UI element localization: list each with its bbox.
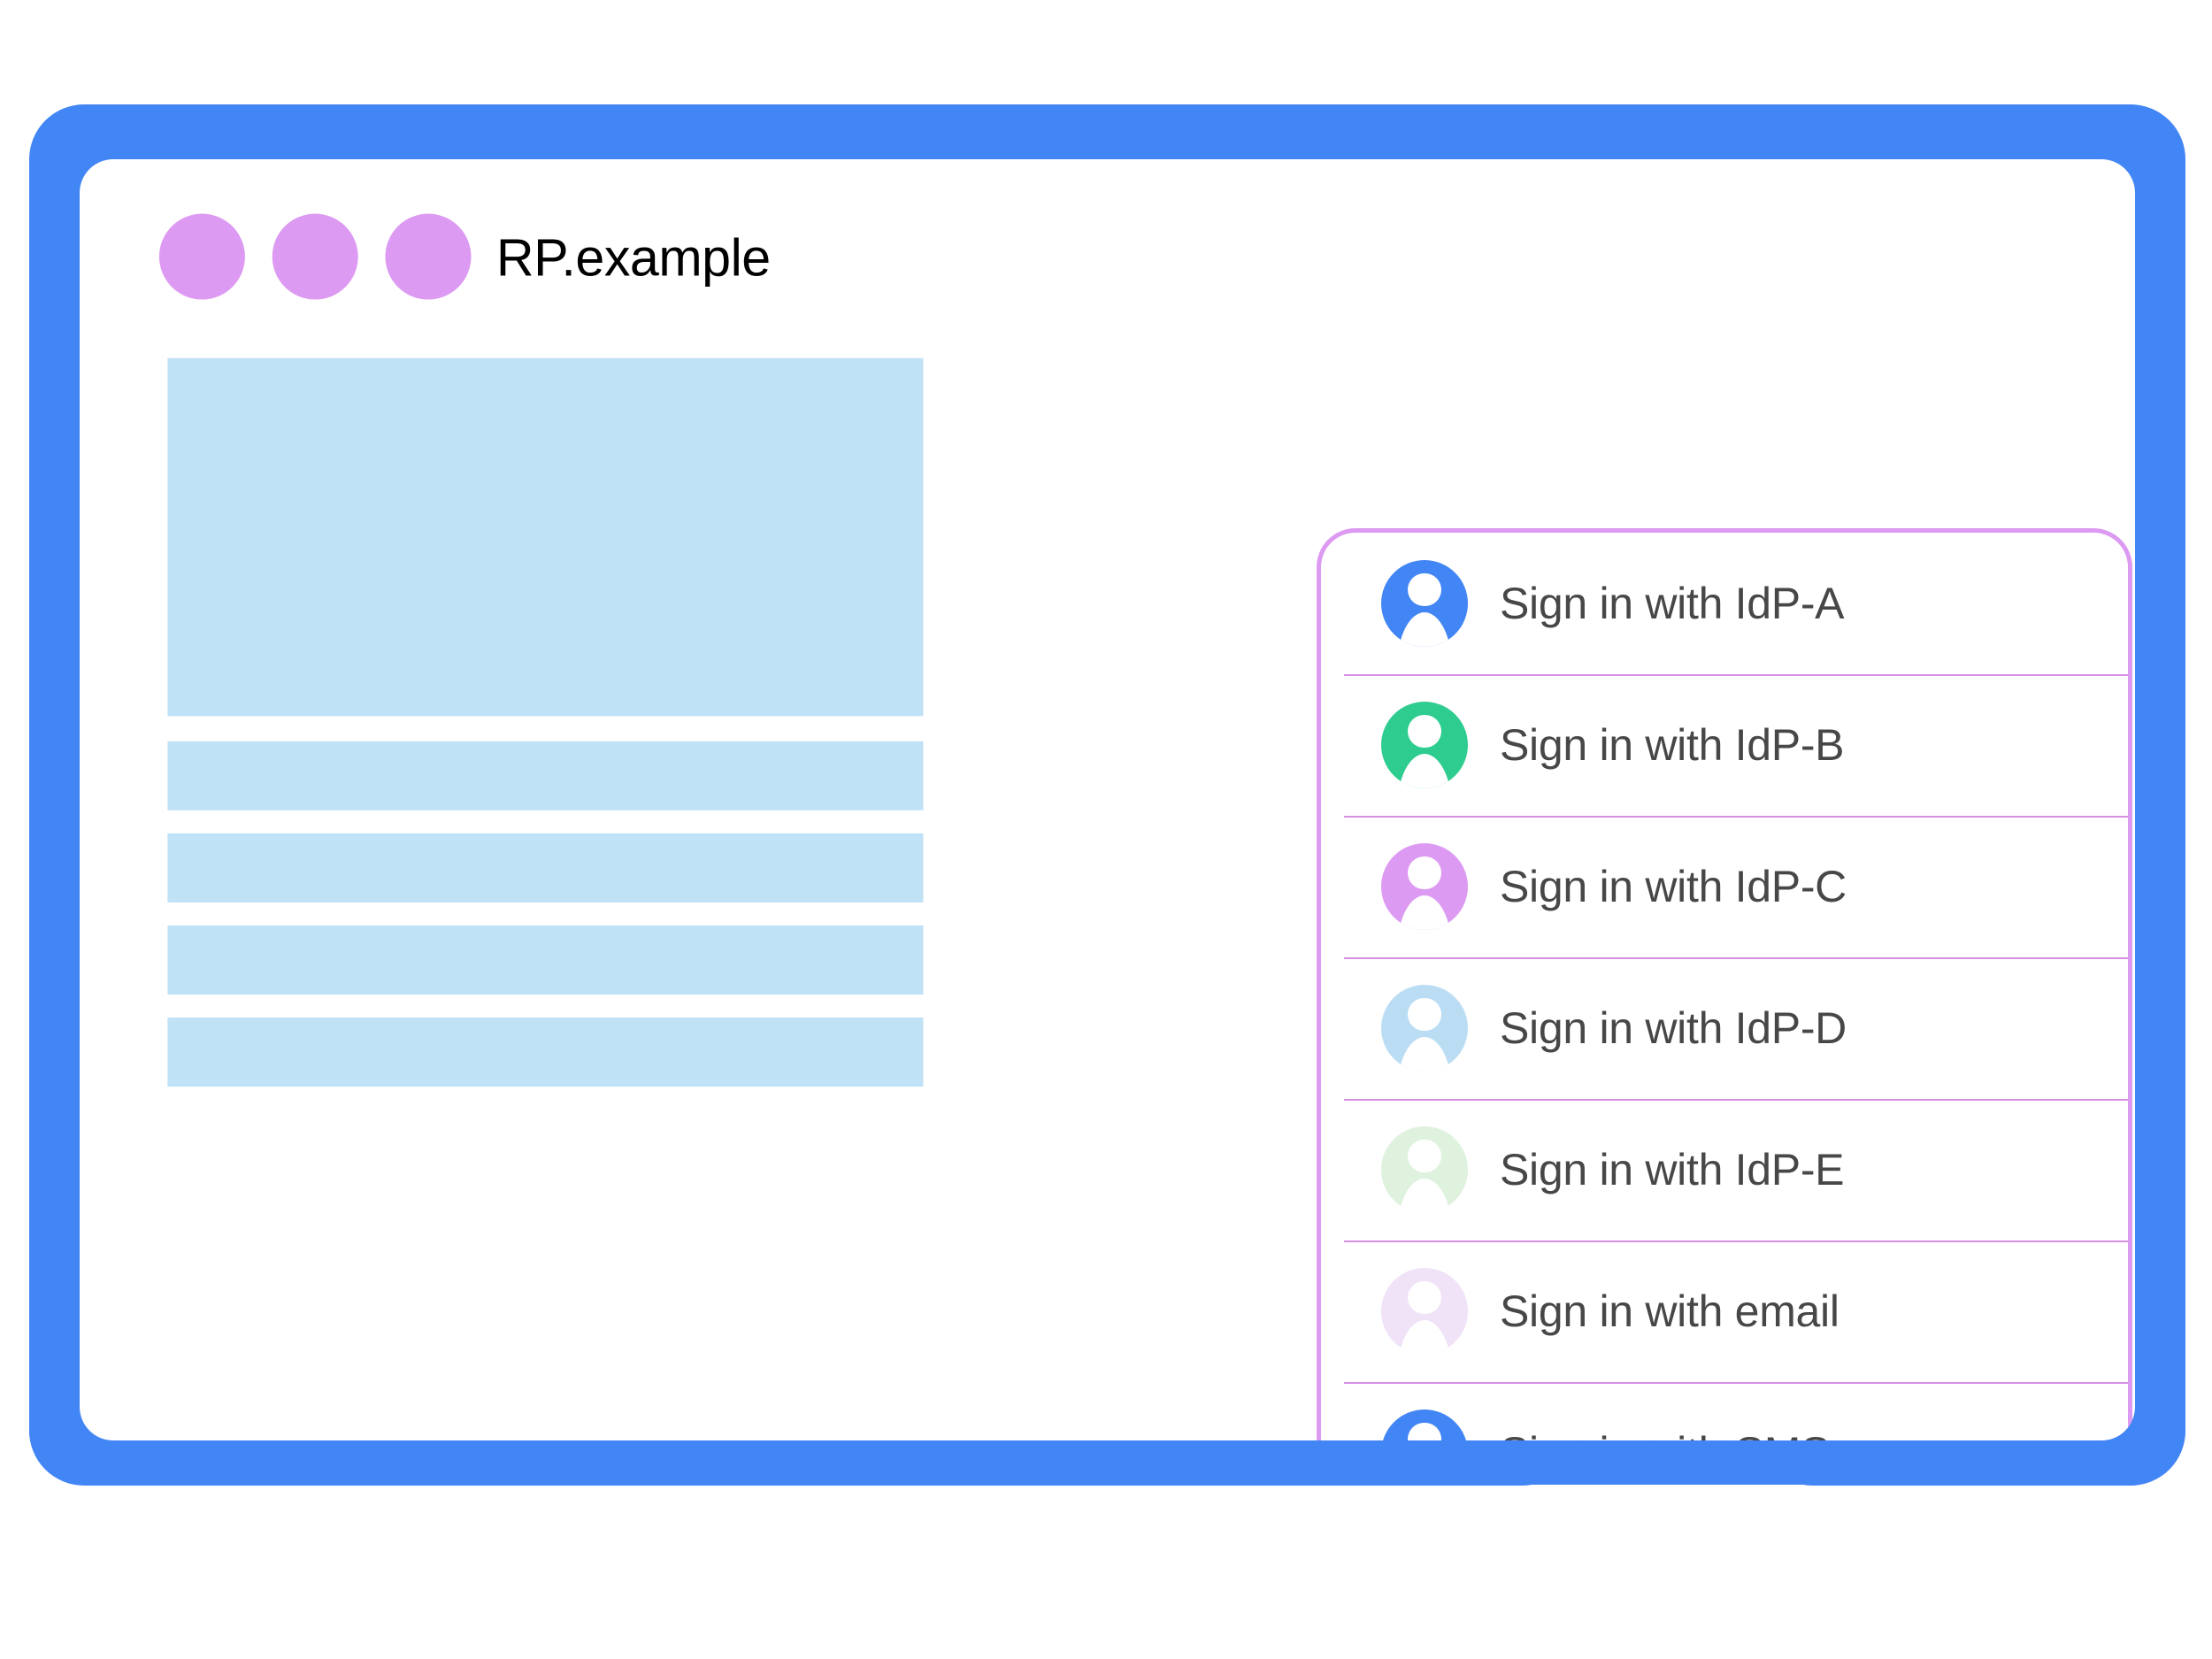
account-avatar-icon (1381, 702, 1468, 788)
account-chooser-list: Sign in with IdP-A Sign in with IdP-B Si… (1321, 533, 2128, 1440)
page-title: RP.example (495, 228, 771, 288)
account-avatar-icon (1381, 560, 1468, 647)
sign-in-row-idp-e[interactable]: Sign in with IdP-E (1321, 1099, 2128, 1240)
account-avatar-icon (1381, 1409, 1468, 1440)
sign-in-label: Sign in with IdP-D (1500, 1003, 1847, 1053)
sign-in-label: Sign in with IdP-B (1500, 720, 1845, 770)
sign-in-label: Sign in with IdP-A (1500, 579, 1845, 628)
sign-in-row-idp-b[interactable]: Sign in with IdP-B (1321, 674, 2128, 816)
account-avatar-icon (1381, 843, 1468, 930)
sign-in-label: Sign in with SMS (1500, 1431, 1830, 1440)
window-dot-3-icon[interactable] (385, 213, 472, 300)
browser-titlebar: RP.example (80, 159, 2135, 337)
hero-placeholder (167, 357, 924, 717)
sign-in-row-idp-a[interactable]: Sign in with IdP-A (1321, 533, 2128, 674)
sign-in-label: Sign in with IdP-E (1500, 1145, 1845, 1194)
text-placeholder-1 (167, 741, 924, 810)
account-avatar-icon (1381, 1268, 1468, 1355)
sign-in-row-idp-d[interactable]: Sign in with IdP-D (1321, 957, 2128, 1099)
account-avatar-icon (1381, 1126, 1468, 1213)
sign-in-label: Sign in with email (1500, 1286, 1839, 1336)
window-dot-2-icon[interactable] (272, 213, 358, 300)
sign-in-row-sms[interactable]: Sign in with SMS (1321, 1382, 2128, 1440)
text-placeholder-3 (167, 925, 924, 995)
sign-in-row-email[interactable]: Sign in with email (1321, 1240, 2128, 1382)
sign-in-label: Sign in with IdP-C (1500, 862, 1847, 911)
browser-viewport: RP.example Sign in with IdP-A (80, 159, 2135, 1440)
browser-device-frame: RP.example Sign in with IdP-A (29, 104, 2185, 1571)
text-placeholder-2 (167, 833, 924, 902)
text-placeholder-4 (167, 1018, 924, 1087)
account-avatar-icon (1381, 985, 1468, 1071)
account-chooser-dialog: Sign in with IdP-A Sign in with IdP-B Si… (1317, 528, 2132, 1440)
window-dot-1-icon[interactable] (158, 213, 245, 300)
sign-in-row-idp-c[interactable]: Sign in with IdP-C (1321, 816, 2128, 957)
